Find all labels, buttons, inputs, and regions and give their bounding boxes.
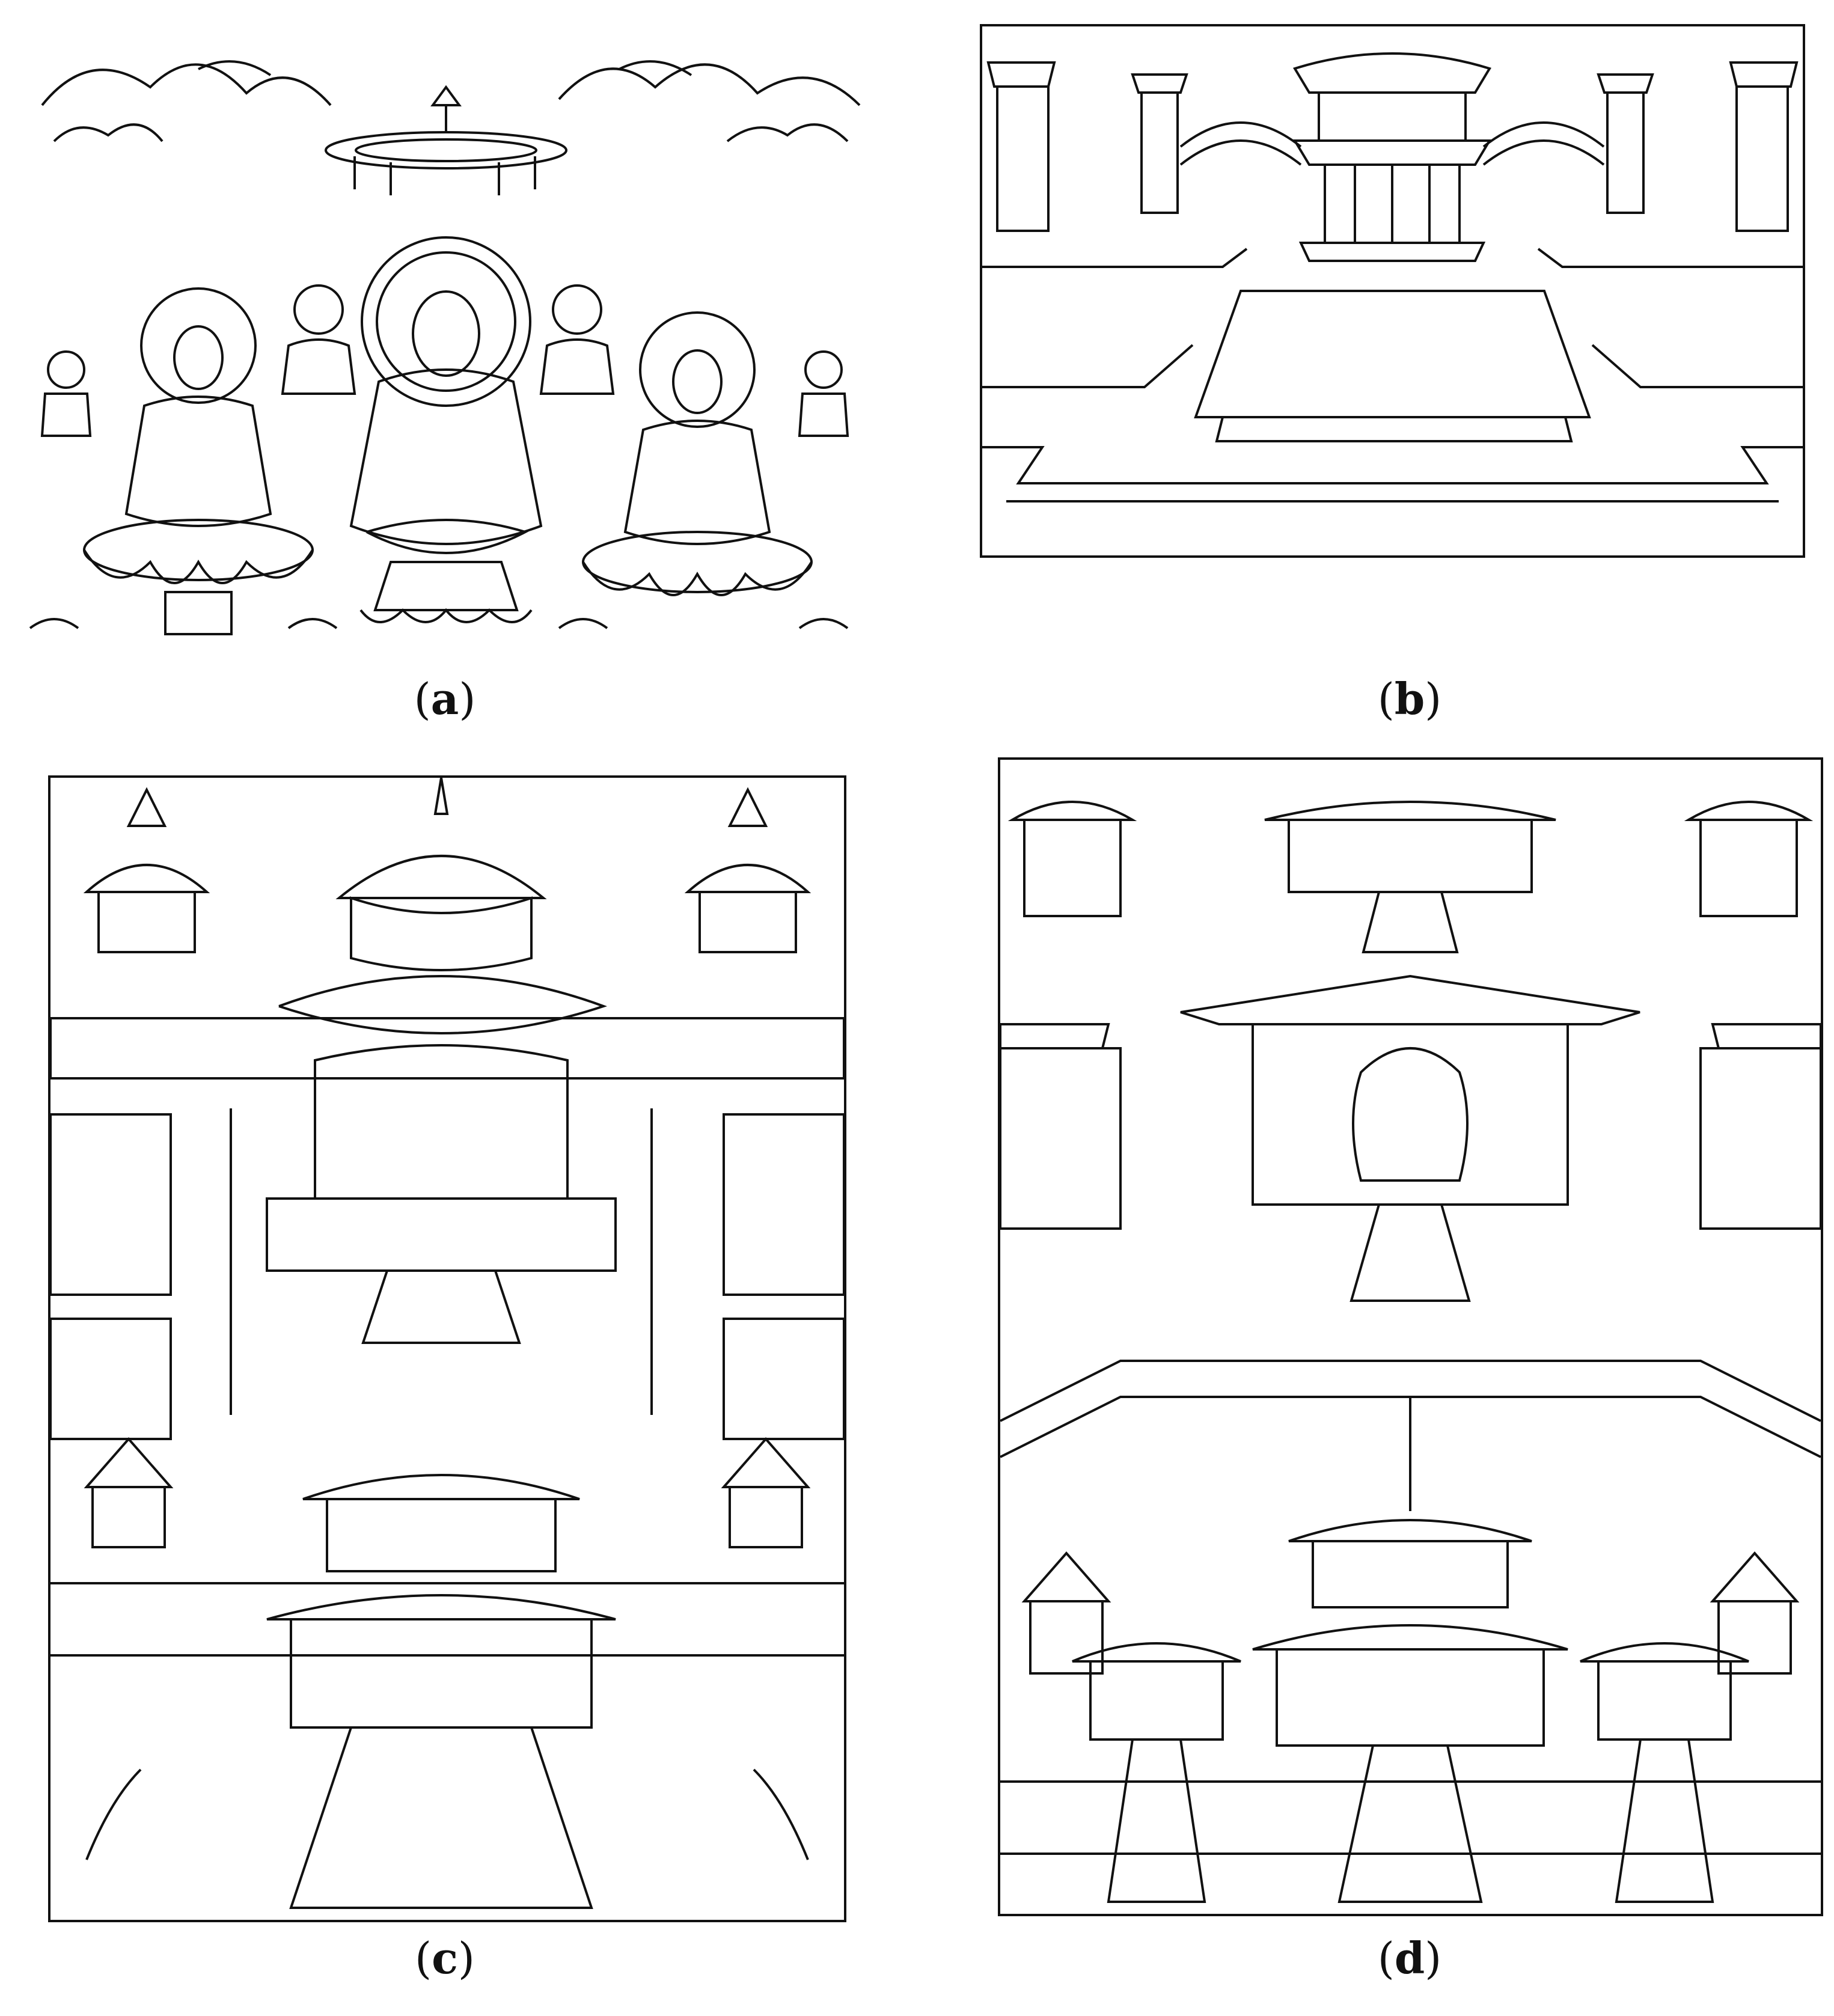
front-hall xyxy=(50,1474,844,1909)
middle-galleries xyxy=(1000,1360,1821,1511)
panel-a-line-drawing xyxy=(18,33,875,646)
central-seated-figure xyxy=(349,236,543,623)
attendant-figures xyxy=(40,284,849,437)
central-pavilion xyxy=(1292,52,1492,262)
right-seated-figure xyxy=(582,311,813,596)
upper-hall xyxy=(1264,801,1556,953)
side-small-pavilions xyxy=(84,1437,811,1548)
courtyard-terrace xyxy=(982,248,1803,502)
pavilion-courtyard-illustration xyxy=(982,52,1803,502)
panel-label-d: (d) xyxy=(1377,1932,1442,1984)
upper-side-buildings xyxy=(1000,801,1821,1230)
tree-foliage xyxy=(41,60,861,142)
side-towers xyxy=(986,61,1799,232)
lower-halls xyxy=(1000,1519,1821,1903)
central-domed-hall xyxy=(266,778,617,1344)
panel-label-c: (c) xyxy=(414,1932,475,1984)
panel-c-line-drawing xyxy=(48,775,846,1922)
galleries xyxy=(50,1017,844,1440)
panel-label-a: (a) xyxy=(414,673,476,724)
lower-corner-pavilions xyxy=(1021,1551,1800,1675)
multilevel-palace-illustration xyxy=(1000,801,1821,1903)
corner-pavilions xyxy=(83,787,812,953)
domed-hall-palace-illustration xyxy=(50,778,844,1909)
panel-d-line-drawing xyxy=(998,757,1823,1916)
main-hall xyxy=(1180,974,1640,1302)
left-seated-figure xyxy=(83,287,314,635)
parasol-canopy xyxy=(325,85,567,195)
panel-b-line-drawing xyxy=(980,24,1805,558)
buddha-triad-illustration xyxy=(29,60,861,635)
panel-label-b: (b) xyxy=(1377,673,1442,724)
arched-bridges xyxy=(1179,121,1605,166)
lotus-ground xyxy=(29,618,849,629)
